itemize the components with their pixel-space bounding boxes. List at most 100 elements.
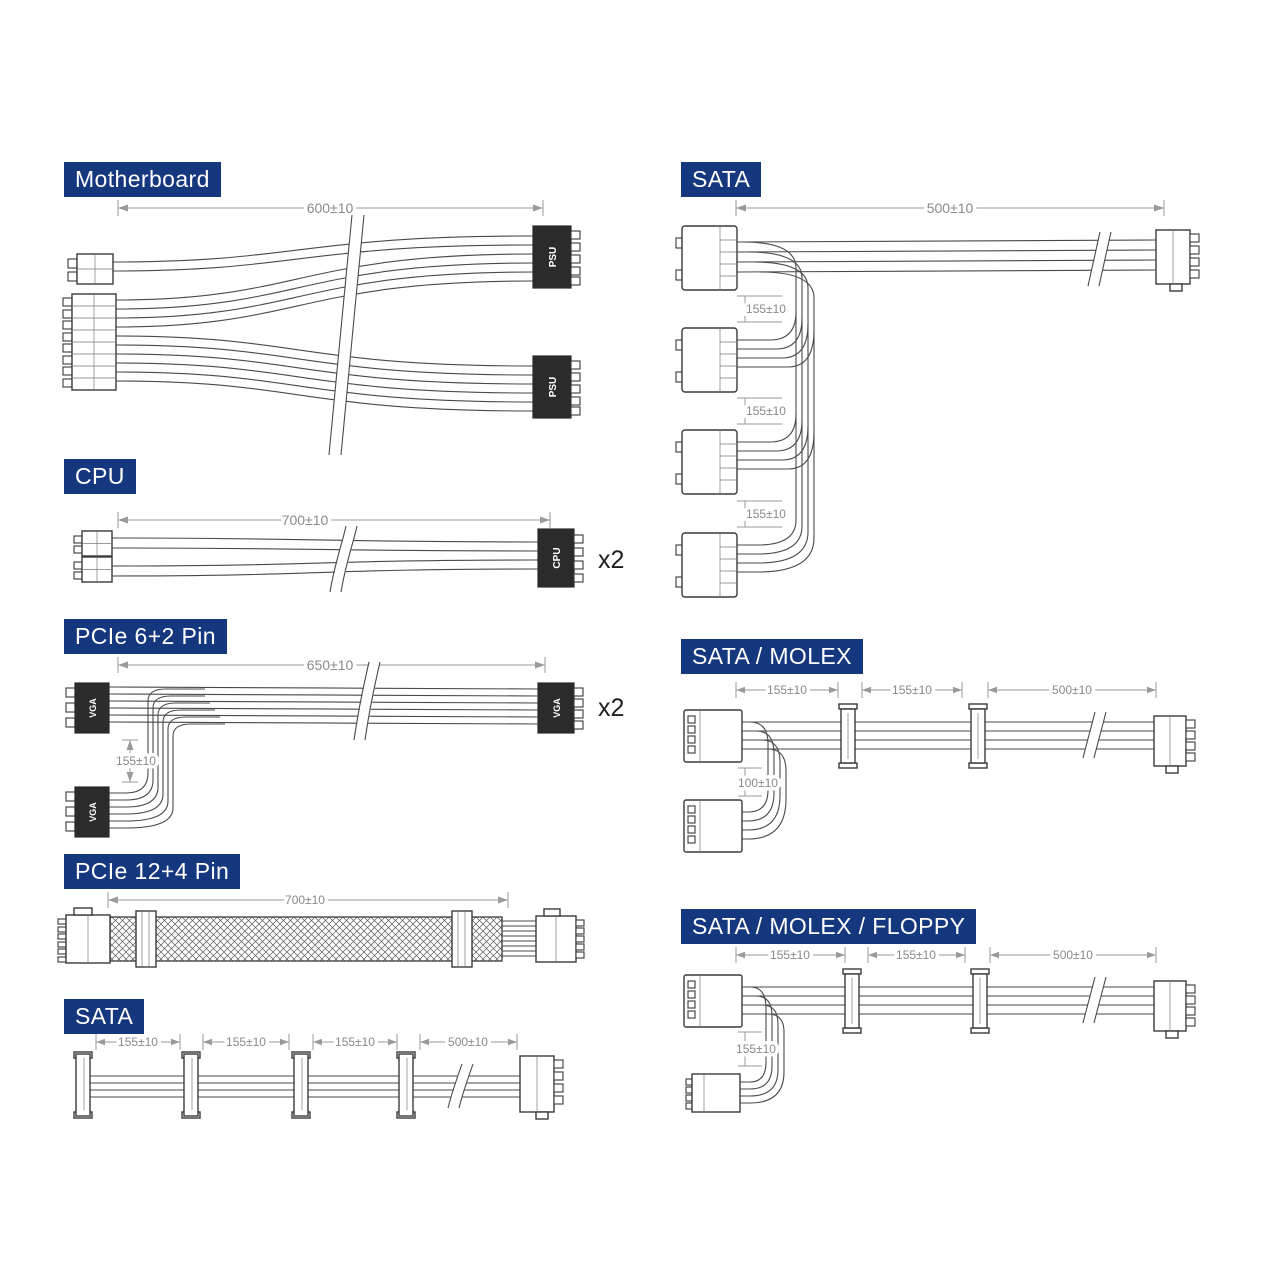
segment-label: 500±10 xyxy=(1053,948,1093,962)
braided-sleeve xyxy=(109,916,503,962)
segment-label: 155±10 xyxy=(892,683,932,697)
segment-label: 155±10 xyxy=(767,683,807,697)
pcie62-branch-dimension: 155±10 xyxy=(113,739,160,783)
cable-break xyxy=(1083,977,1106,1023)
cpu-4pin-connector-top xyxy=(73,530,113,557)
pcie62-branch-label: 155±10 xyxy=(116,754,156,768)
sata-right-spacing-3: 155±10 xyxy=(737,500,790,528)
sata-drive-connector xyxy=(675,429,738,495)
sata-molex-dimensions: 155±10 155±10 500±10 xyxy=(735,680,1157,701)
cable-break xyxy=(354,662,380,740)
sleeve-clamp-right xyxy=(451,910,473,968)
spacing-label: 155±10 xyxy=(746,302,786,316)
spacing-label: 155±10 xyxy=(746,404,786,418)
spacing-label: 155±10 xyxy=(746,507,786,521)
pcie62-cable-drawing: 650±10 155±10 xyxy=(65,654,624,838)
section-title-sata-left: SATA xyxy=(64,999,145,1034)
segment-label: 155±10 xyxy=(896,948,936,962)
cable-break xyxy=(448,1064,473,1108)
pcie124-connector-left xyxy=(57,907,111,964)
atx-24pin-connector xyxy=(62,293,117,391)
floppy-connector xyxy=(685,1073,741,1113)
sata-molex-branch-dimension: 100±10 xyxy=(735,767,782,797)
psu-side-connector xyxy=(1155,229,1200,292)
motherboard-cable-drawing: 600±10 xyxy=(62,197,581,456)
cable-break xyxy=(330,526,357,592)
smf-branch-dimension: 155±10 xyxy=(733,1031,780,1067)
branch-label: 155±10 xyxy=(736,1042,776,1056)
section-title-pcie124: PCIe 12+4 Pin xyxy=(64,854,241,889)
psu-side-connector xyxy=(519,1055,564,1120)
sata-connector xyxy=(291,1051,311,1119)
sata-connector xyxy=(396,1051,416,1119)
psu-connector-bottom: PSU xyxy=(532,355,581,419)
sata-connector xyxy=(970,968,990,1034)
sata-right-cable-drawing: 500±10 xyxy=(675,197,1200,598)
psu-label: PSU xyxy=(548,377,559,398)
section-title-motherboard: Motherboard xyxy=(64,162,221,197)
segment-label: 155±10 xyxy=(226,1035,266,1049)
sata-drive-connector xyxy=(675,225,738,291)
section-title-sata-molex: SATA / MOLEX xyxy=(681,639,863,674)
vga-label: VGA xyxy=(552,698,562,718)
sata-connector xyxy=(838,703,858,769)
psu-label: PSU xyxy=(548,247,559,268)
psu-side-connector xyxy=(1153,715,1196,774)
section-title-sata-molex-floppy: SATA / MOLEX / FLOPPY xyxy=(681,909,977,944)
molex-connector xyxy=(683,799,743,853)
pcie124-connector-right xyxy=(535,908,585,963)
sata-molex-cable-drawing: 155±10 155±10 500±10 xyxy=(683,680,1196,853)
cpu-4pin-connector-bottom xyxy=(73,556,113,583)
sata-right-dimension: 500±10 xyxy=(735,197,1165,220)
section-title-pcie62: PCIe 6+2 Pin xyxy=(64,619,227,654)
cpu-cable-drawing: 700±10 CPU xyxy=(73,509,624,593)
vga-connector-left-top: VGA xyxy=(65,682,110,734)
sata-drive-connector xyxy=(675,327,738,393)
cable-break xyxy=(329,215,364,455)
segment-label: 155±10 xyxy=(118,1035,158,1049)
motherboard-dimension: 600±10 xyxy=(117,197,544,220)
molex-connector xyxy=(683,974,743,1028)
psu-connector-top: PSU xyxy=(532,225,581,289)
molex-connector xyxy=(683,709,743,763)
pcie124-length-label: 700±10 xyxy=(285,893,325,907)
sata-connector xyxy=(181,1051,201,1119)
cable-break xyxy=(1083,712,1106,758)
pcie62-length-label: 650±10 xyxy=(307,657,354,673)
pcie124-dimension: 700±10 xyxy=(107,890,509,911)
segment-label: 500±10 xyxy=(448,1035,488,1049)
segment-label: 155±10 xyxy=(770,948,810,962)
section-title-cpu: CPU xyxy=(64,459,136,494)
sata-connector xyxy=(968,703,988,769)
branch-label: 100±10 xyxy=(738,776,778,790)
cpu-multiplier: x2 xyxy=(598,546,624,574)
vga-label: VGA xyxy=(88,802,98,822)
motherboard-length-label: 600±10 xyxy=(307,200,354,216)
pcie62-dimension: 650±10 xyxy=(117,654,546,677)
sata-molex-floppy-cable-drawing: 155±10 155±10 500±10 xyxy=(683,945,1196,1113)
sata-right-spacing-2: 155±10 xyxy=(737,397,790,425)
pcie124-cable-drawing: 700±10 xyxy=(57,890,585,968)
vga-label: VGA xyxy=(88,698,98,718)
sata-right-length-label: 500±10 xyxy=(927,200,974,216)
sata-right-spacing-1: 155±10 xyxy=(737,295,790,323)
sata-drive-connector xyxy=(675,532,738,598)
sata-connector xyxy=(842,968,862,1034)
sata-connector xyxy=(73,1051,93,1119)
pcie62-multiplier: x2 xyxy=(598,694,624,722)
segment-label: 155±10 xyxy=(335,1035,375,1049)
atx-4pin-connector xyxy=(67,253,114,285)
sleeve-clamp-left xyxy=(135,910,157,968)
cpu-dimension: 700±10 xyxy=(117,509,551,532)
cpu-8pin-connector: CPU xyxy=(537,528,584,588)
section-title-sata-right: SATA xyxy=(681,162,762,197)
vga-connector-right: VGA xyxy=(537,682,584,734)
cpu-length-label: 700±10 xyxy=(282,512,329,528)
cpu-connector-label: CPU xyxy=(552,547,563,568)
cable-break xyxy=(1088,232,1111,286)
psu-side-connector xyxy=(1153,980,1196,1039)
smf-dimensions: 155±10 155±10 500±10 xyxy=(735,945,1157,966)
segment-label: 500±10 xyxy=(1052,683,1092,697)
